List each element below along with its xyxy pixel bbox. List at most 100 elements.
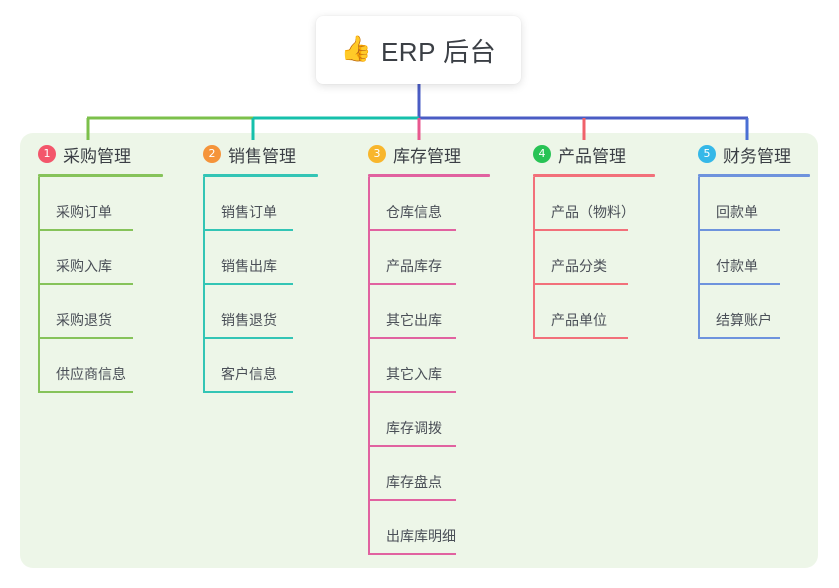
column-header-2[interactable]: 2 销售管理	[185, 142, 335, 166]
column-header-3[interactable]: 3 库存管理	[350, 142, 500, 166]
leaf-node-rule	[368, 391, 456, 393]
leaf-node[interactable]: 产品库存	[350, 231, 500, 285]
leaf-node-label: 产品（物料）	[551, 204, 635, 220]
leaf-node[interactable]: 采购退货	[20, 285, 170, 339]
column-spine	[203, 177, 205, 393]
column-1: 1 采购管理采购订单采购入库采购退货供应商信息	[20, 142, 170, 393]
column-title: 财务管理	[723, 146, 791, 166]
leaf-node-rule	[533, 283, 628, 285]
column-items: 仓库信息产品库存其它出库其它入库库存调拨库存盘点出库库明细	[350, 177, 500, 555]
leaf-node[interactable]: 付款单	[680, 231, 820, 285]
leaf-node[interactable]: 产品单位	[515, 285, 665, 339]
leaf-node-label: 出库库明细	[386, 528, 456, 544]
leaf-node[interactable]: 产品分类	[515, 231, 665, 285]
leaf-node-rule	[38, 283, 133, 285]
column-header-rule	[533, 174, 655, 177]
leaf-node-rule	[368, 283, 456, 285]
leaf-node[interactable]: 客户信息	[185, 339, 335, 393]
leaf-node[interactable]: 其它出库	[350, 285, 500, 339]
column-items: 采购订单采购入库采购退货供应商信息	[20, 177, 170, 393]
column-header-5[interactable]: 5 财务管理	[680, 142, 820, 166]
number-badge-icon: 3	[368, 145, 386, 163]
column-header-rule	[203, 174, 318, 177]
leaf-node[interactable]: 销售订单	[185, 177, 335, 231]
leaf-node-rule	[203, 337, 293, 339]
leaf-node[interactable]: 其它入库	[350, 339, 500, 393]
column-title: 库存管理	[393, 146, 461, 166]
column-header-rule	[698, 174, 810, 177]
column-spine	[38, 177, 40, 393]
column-spine	[533, 177, 535, 339]
root-node-erp-backend[interactable]: 👍 ERP 后台	[316, 16, 521, 84]
leaf-node-rule	[698, 229, 780, 231]
leaf-node[interactable]: 采购订单	[20, 177, 170, 231]
column-title: 销售管理	[228, 146, 296, 166]
leaf-node-rule	[368, 499, 456, 501]
column-items: 销售订单销售出库销售退货客户信息	[185, 177, 335, 393]
leaf-node-label: 回款单	[716, 204, 758, 220]
number-badge-icon: 4	[533, 145, 551, 163]
leaf-node-rule	[203, 229, 293, 231]
leaf-node[interactable]: 出库库明细	[350, 501, 500, 555]
leaf-node-label: 采购退货	[56, 312, 112, 328]
leaf-node-label: 客户信息	[221, 366, 277, 382]
leaf-node-rule	[203, 283, 293, 285]
leaf-node-label: 产品单位	[551, 312, 607, 328]
column-header-rule	[368, 174, 490, 177]
leaf-node-rule	[533, 229, 628, 231]
leaf-node-label: 产品分类	[551, 258, 607, 274]
column-header-rule	[38, 174, 163, 177]
leaf-node-label: 其它出库	[386, 312, 442, 328]
leaf-node[interactable]: 回款单	[680, 177, 820, 231]
leaf-node[interactable]: 库存盘点	[350, 447, 500, 501]
leaf-node[interactable]: 销售出库	[185, 231, 335, 285]
leaf-node-rule	[203, 391, 293, 393]
leaf-node-label: 仓库信息	[386, 204, 442, 220]
leaf-node-rule	[698, 283, 780, 285]
column-spine	[698, 177, 700, 339]
thumbs-up-icon: 👍	[340, 34, 372, 63]
leaf-node[interactable]: 产品（物料）	[515, 177, 665, 231]
number-badge-icon: 5	[698, 145, 716, 163]
column-title: 产品管理	[558, 146, 626, 166]
leaf-node[interactable]: 销售退货	[185, 285, 335, 339]
leaf-node-rule	[698, 337, 780, 339]
leaf-node-label: 产品库存	[386, 258, 442, 274]
leaf-node-rule	[533, 337, 628, 339]
leaf-node-label: 库存调拨	[386, 420, 442, 436]
leaf-node-label: 付款单	[716, 258, 758, 274]
diagram-panel	[20, 133, 818, 568]
leaf-node-rule	[38, 337, 133, 339]
leaf-node-label: 销售出库	[221, 258, 277, 274]
column-header-4[interactable]: 4 产品管理	[515, 142, 665, 166]
number-badge-icon: 2	[203, 145, 221, 163]
leaf-node-label: 其它入库	[386, 366, 442, 382]
column-4: 4 产品管理产品（物料） 产品分类产品单位	[515, 142, 665, 339]
column-title: 采购管理	[63, 146, 131, 166]
column-items: 回款单付款单结算账户	[680, 177, 820, 339]
leaf-node-rule	[38, 229, 133, 231]
leaf-node-rule	[38, 391, 133, 393]
column-spine	[368, 177, 370, 555]
leaf-node-label: 供应商信息	[56, 366, 126, 382]
leaf-node[interactable]: 采购入库	[20, 231, 170, 285]
leaf-node[interactable]: 仓库信息	[350, 177, 500, 231]
number-badge-icon: 1	[38, 145, 56, 163]
leaf-node[interactable]: 供应商信息	[20, 339, 170, 393]
leaf-node-label: 采购订单	[56, 204, 112, 220]
column-header-1[interactable]: 1 采购管理	[20, 142, 170, 166]
leaf-node-label: 库存盘点	[386, 474, 442, 490]
leaf-node-label: 结算账户	[716, 312, 772, 328]
column-3: 3 库存管理仓库信息产品库存其它出库其它入库库存调拨库存盘点出库库明细	[350, 142, 500, 555]
leaf-node-rule	[368, 229, 456, 231]
column-items: 产品（物料） 产品分类产品单位	[515, 177, 665, 339]
root-node-title: ERP 后台	[380, 36, 497, 67]
leaf-node[interactable]: 库存调拨	[350, 393, 500, 447]
column-5: 5 财务管理回款单付款单结算账户	[680, 142, 820, 339]
leaf-node-rule	[368, 337, 456, 339]
leaf-node[interactable]: 结算账户	[680, 285, 820, 339]
leaf-node-rule	[368, 445, 456, 447]
leaf-node-label: 销售退货	[221, 312, 277, 328]
leaf-node-label: 采购入库	[56, 258, 112, 274]
